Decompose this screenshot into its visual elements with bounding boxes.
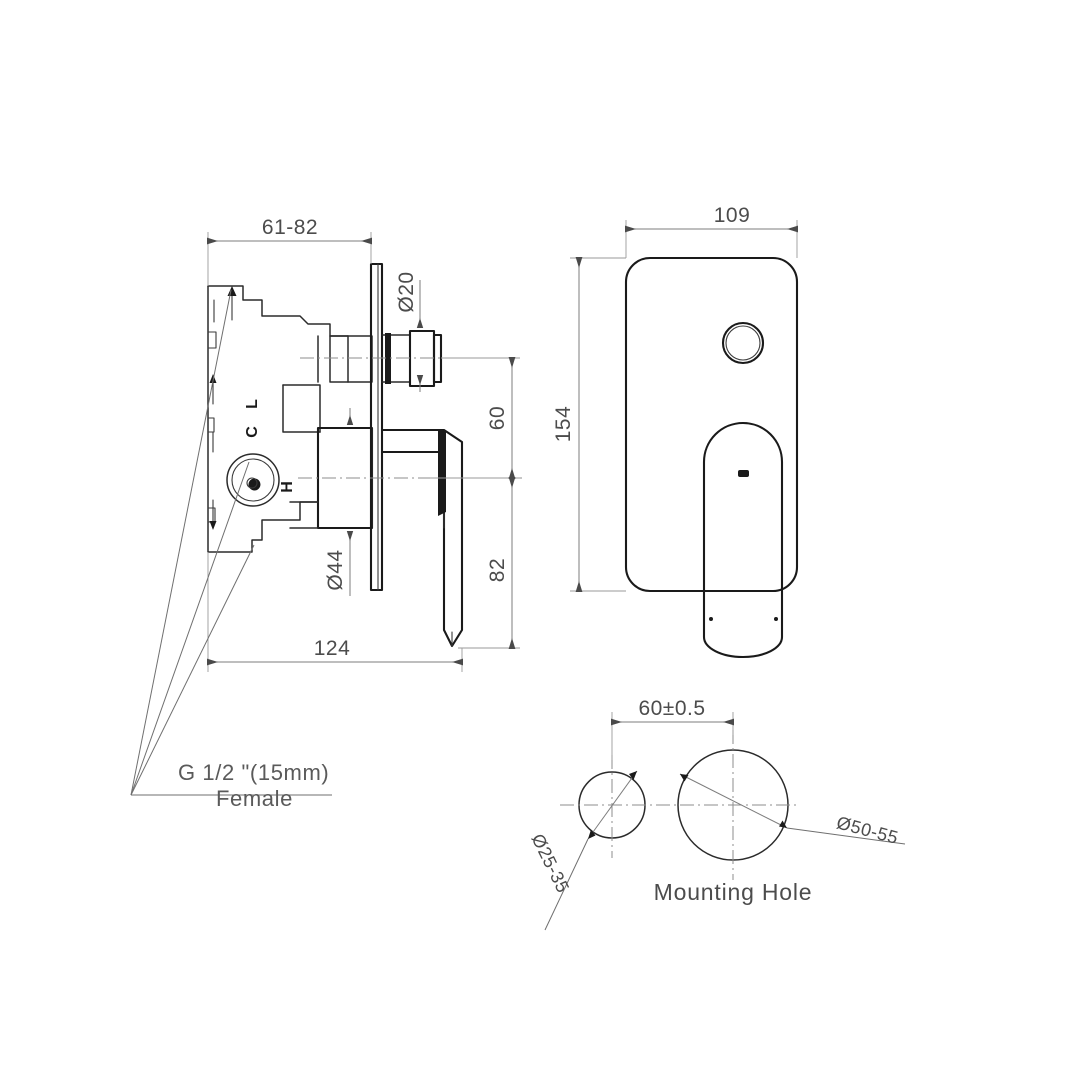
dim-label-overall-length: 124 bbox=[314, 637, 351, 660]
mounting-hole-caption: Mounting Hole bbox=[654, 879, 813, 905]
lever-handle-side bbox=[380, 428, 464, 648]
dim-hole-spacing: 60±0.5 bbox=[611, 697, 734, 760]
side-section-view: 61-82 Ø20 Ø44 60 82 bbox=[130, 216, 522, 811]
thread-spec-callout: G 1/2 "(15mm) Female bbox=[130, 289, 332, 811]
valve-body-outline bbox=[207, 285, 349, 553]
dim-label-hole-spacing: 60±0.5 bbox=[638, 697, 705, 720]
diverter-button-circle bbox=[721, 321, 765, 365]
dim-plate-width: 109 bbox=[625, 204, 798, 258]
dim-label-cartridge-dia: Ø44 bbox=[324, 549, 347, 590]
wall-plate-flange bbox=[369, 262, 384, 592]
port-label-left-upper: L bbox=[244, 399, 261, 409]
lever-handle-front bbox=[702, 421, 784, 659]
port-label-left-mid: C bbox=[244, 426, 261, 438]
dim-diverter-dia: Ø20 bbox=[395, 271, 424, 392]
dim-label-lower-offset: 82 bbox=[486, 558, 509, 582]
dim-overall-length: 124 bbox=[207, 552, 463, 672]
lever-indicator-mark bbox=[738, 470, 749, 477]
lever-dot-left bbox=[709, 617, 713, 621]
callout-thread-type: Female bbox=[216, 786, 293, 811]
dim-cartridge-dia: Ø44 bbox=[324, 408, 354, 596]
dim-label-body-depth: 61-82 bbox=[262, 216, 318, 239]
lever-dot-right bbox=[774, 617, 778, 621]
side-port-boss bbox=[226, 453, 280, 507]
dim-body-depth: 61-82 bbox=[207, 216, 372, 286]
face-plate-outline bbox=[624, 256, 799, 593]
dim-lower-offset: 82 bbox=[458, 477, 520, 649]
front-face-view: 109 154 bbox=[552, 204, 799, 659]
callout-thread-size: G 1/2 "(15mm) bbox=[178, 760, 329, 785]
dim-upper-offset: 60 bbox=[430, 357, 520, 479]
dim-label-upper-offset: 60 bbox=[486, 406, 509, 430]
mid-step-block bbox=[282, 384, 321, 433]
port-label-right: H bbox=[279, 481, 296, 493]
dim-label-diverter-dia: Ø20 bbox=[395, 271, 418, 312]
dim-label-plate-width: 109 bbox=[714, 204, 751, 227]
dim-label-plate-height: 154 bbox=[552, 406, 575, 443]
dim-plate-height: 154 bbox=[552, 257, 626, 592]
